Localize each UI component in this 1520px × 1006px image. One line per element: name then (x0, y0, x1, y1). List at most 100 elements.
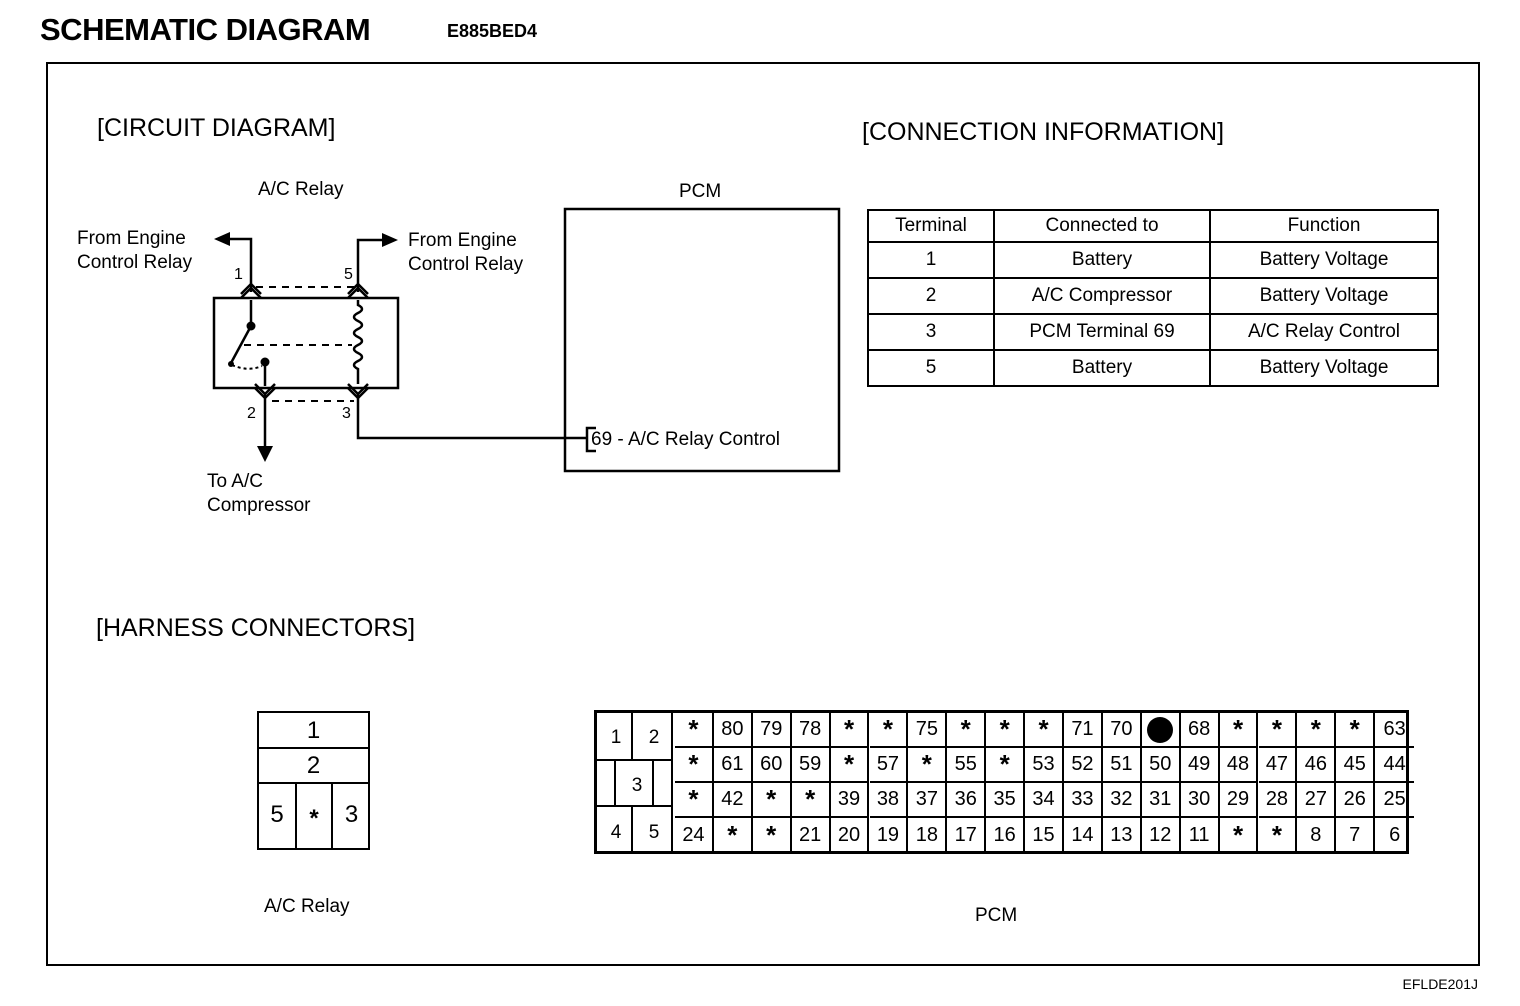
to-compressor-line1: To A/C (207, 471, 263, 492)
pcm-pin-cell: * (675, 748, 714, 783)
arrow-down-icon (257, 446, 273, 462)
pcm-pin-cell: 35 (986, 783, 1026, 818)
pcm-pin-bracket (585, 426, 596, 453)
pcm-pin-cell: * (675, 713, 714, 748)
pcm-pin-69-label: 69 - A/C Relay Control (591, 429, 781, 450)
relay-connector-label: A/C Relay (264, 896, 350, 917)
pcm-pin-cell: 68 (1180, 713, 1220, 748)
wire-pin5 (356, 238, 382, 292)
pcm-pin-cell: 34 (1025, 783, 1064, 818)
pcm-pin-cell: 47 (1258, 748, 1298, 783)
pcm-pin-cell: 46 (1297, 748, 1337, 783)
pcm-pin-cell: 51 (1102, 748, 1142, 783)
pcm-pin-cell: 27 (1297, 783, 1337, 818)
pcm-pin-cell: 49 (1180, 748, 1220, 783)
pin-chevron-3 (347, 383, 369, 396)
pcm-pin-cell: * (752, 783, 792, 818)
pcm-pin-cell: 20 (831, 818, 870, 853)
pcm-pin-cell: 11 (1181, 818, 1220, 853)
pcm-box (563, 207, 841, 473)
pcm-pin-cell: 18 (908, 818, 948, 853)
header-connected-to: Connected to (993, 209, 1211, 243)
pcm-pin-cell: 24 (675, 818, 714, 853)
pcm-pin-cell: 75 (908, 713, 948, 748)
pcm-pin-cell: 39 (830, 783, 870, 818)
pcm-pin-cell: 59 (791, 748, 831, 783)
pcm-pin-cell: 28 (1258, 783, 1298, 818)
diagram-frame (46, 62, 1480, 966)
to-compressor-line2: Compressor (207, 495, 311, 516)
pcm-pin-cell: 80 (713, 713, 753, 748)
header-terminal: Terminal (867, 209, 995, 243)
pcm-pin-cell: * (869, 713, 909, 748)
pin-chevron-5 (347, 286, 369, 299)
pcm-pin-cell: 8 (1297, 818, 1337, 853)
pcm-pin-cell: 19 (870, 818, 909, 853)
pcm-pin-cell: * (830, 748, 870, 783)
cell-terminal: 2 (867, 277, 995, 315)
cell-connected-to: PCM Terminal 69 (993, 313, 1211, 351)
pin-chevron-1 (240, 286, 262, 299)
pcm-pin-cell: 70 (1102, 713, 1142, 748)
pcm-pin-cell: 71 (1064, 713, 1103, 748)
pcm-pin-cell: * (986, 713, 1026, 748)
pcm-pin-cell: 52 (1064, 748, 1103, 783)
pcm-pin-cell: 44 (1375, 748, 1415, 783)
relay-cell-3: 3 (344, 801, 359, 828)
cell-terminal: 1 (867, 241, 995, 279)
pcm-pin-cell: 36 (947, 783, 987, 818)
pcm-pin-cell: 57 (869, 748, 909, 783)
pcm-pin-cell: * (753, 818, 792, 853)
pcm-pin-cell: * (1259, 818, 1298, 853)
pcm-pin-cell: 30 (1180, 783, 1220, 818)
pcm-pin-cell: 29 (1219, 783, 1259, 818)
connection-table: Terminal Connected to Function 1 Battery… (867, 209, 1439, 387)
wire-pin3-to-pcm (356, 394, 587, 440)
pcm-pin-cell: * (830, 713, 870, 748)
switch-contact-dot-upper (246, 321, 256, 331)
circuit-section-title: [CIRCUIT DIAGRAM] (97, 114, 336, 142)
cell-function: Battery Voltage (1209, 349, 1439, 387)
pin-label-5: 5 (344, 266, 353, 283)
pcm-left-cell-3: 3 (631, 775, 643, 796)
pcm-left-cell-5: 5 (648, 822, 660, 843)
pcm-pin-cell: 6 (1389, 824, 1401, 846)
pin-label-1: 1 (234, 266, 243, 283)
cell-function: Battery Voltage (1209, 241, 1439, 279)
cell-connected-to: Battery (993, 241, 1211, 279)
cell-terminal: 5 (867, 349, 995, 387)
pin-label-3: 3 (342, 405, 351, 422)
arrow-left-icon (214, 232, 230, 246)
pcm-left-cell-1: 1 (610, 727, 622, 748)
relay-title: A/C Relay (258, 179, 344, 200)
arrow-right-icon (382, 233, 398, 247)
pcm-title: PCM (679, 181, 722, 202)
pcm-pin-cell: 61 (713, 748, 753, 783)
connection-section-title: [CONNECTION INFORMATION] (862, 118, 1225, 146)
pcm-pin-cell: 13 (1103, 818, 1142, 853)
pcm-pin-cell: 38 (869, 783, 909, 818)
from-engine-right-line2: Control Relay (408, 254, 524, 275)
pcm-connector-label: PCM (975, 905, 1018, 926)
figure-code: EFLDE201J (1402, 976, 1478, 992)
header-function: Function (1209, 209, 1439, 243)
relay-connector: 1 2 5 * 3 (257, 711, 370, 850)
table-row: 1 Battery Battery Voltage (867, 241, 1439, 279)
pcm-pin-cell: 26 (1336, 783, 1376, 818)
pcm-pin-cell: 55 (947, 748, 987, 783)
cell-function: Battery Voltage (1209, 277, 1439, 315)
pcm-pin-cell: * (1025, 713, 1064, 748)
cell-function: A/C Relay Control (1209, 313, 1439, 351)
relay-switch-arm (229, 325, 253, 364)
pcm-pin-cell: 79 (752, 713, 792, 748)
pcm-left-cell-4: 4 (610, 822, 622, 843)
pcm-pin-cell: 63 (1375, 713, 1415, 748)
cell-connected-to: A/C Compressor (993, 277, 1211, 315)
wire-pin1 (228, 237, 253, 292)
pcm-pin-cell: 31 (1141, 783, 1181, 818)
pcm-pin-cell: 37 (908, 783, 948, 818)
relay-cell-1: 1 (306, 717, 321, 744)
pcm-pin-cell: * (986, 748, 1026, 783)
pcm-pin-cell: 33 (1064, 783, 1103, 818)
